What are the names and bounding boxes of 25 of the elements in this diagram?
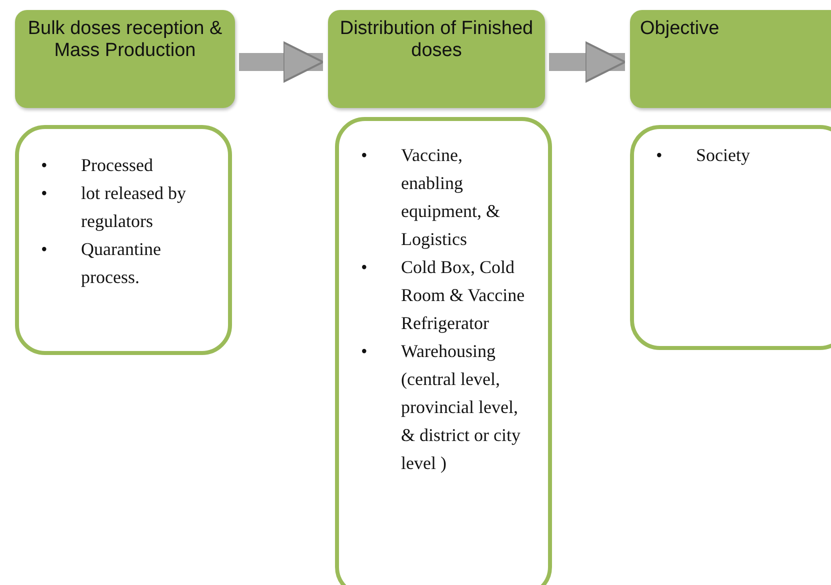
bullet-item: Quarantine process. (81, 239, 161, 287)
bullet-list-box (630, 125, 831, 350)
bullet-marker: • (41, 182, 48, 205)
stage-header-box (15, 10, 235, 108)
stage-header-box (328, 10, 545, 108)
bullet-item: lot released by regulators (81, 183, 186, 231)
bullet-marker: • (361, 144, 368, 167)
stage-header-box (630, 10, 831, 108)
header-text: Objective (640, 18, 720, 40)
header-text: Bulk doses reception & Mass Production (26, 18, 224, 62)
block-arrow (239, 41, 324, 83)
bullet-marker: • (41, 238, 48, 261)
block-arrow (549, 41, 626, 83)
bullet-item: Society (696, 145, 750, 165)
bullet-marker: • (41, 154, 48, 177)
header-text: Distribution of Finished doses (338, 18, 534, 62)
bullet-item: Vaccine, enabling equipment, & Logistics (401, 145, 500, 249)
bullet-list-box (15, 125, 232, 355)
bullet-item: Warehousing (central level, provincial level, & district or city level ) (401, 341, 520, 473)
bullet-list-box (335, 117, 552, 585)
bullet-item: Processed (81, 155, 153, 175)
bullet-marker: • (361, 256, 368, 279)
bullet-marker: • (361, 340, 368, 363)
bullet-marker: • (656, 144, 662, 167)
bullet-item: Cold Box, Cold Room & Vaccine Refrigerator (401, 257, 525, 333)
